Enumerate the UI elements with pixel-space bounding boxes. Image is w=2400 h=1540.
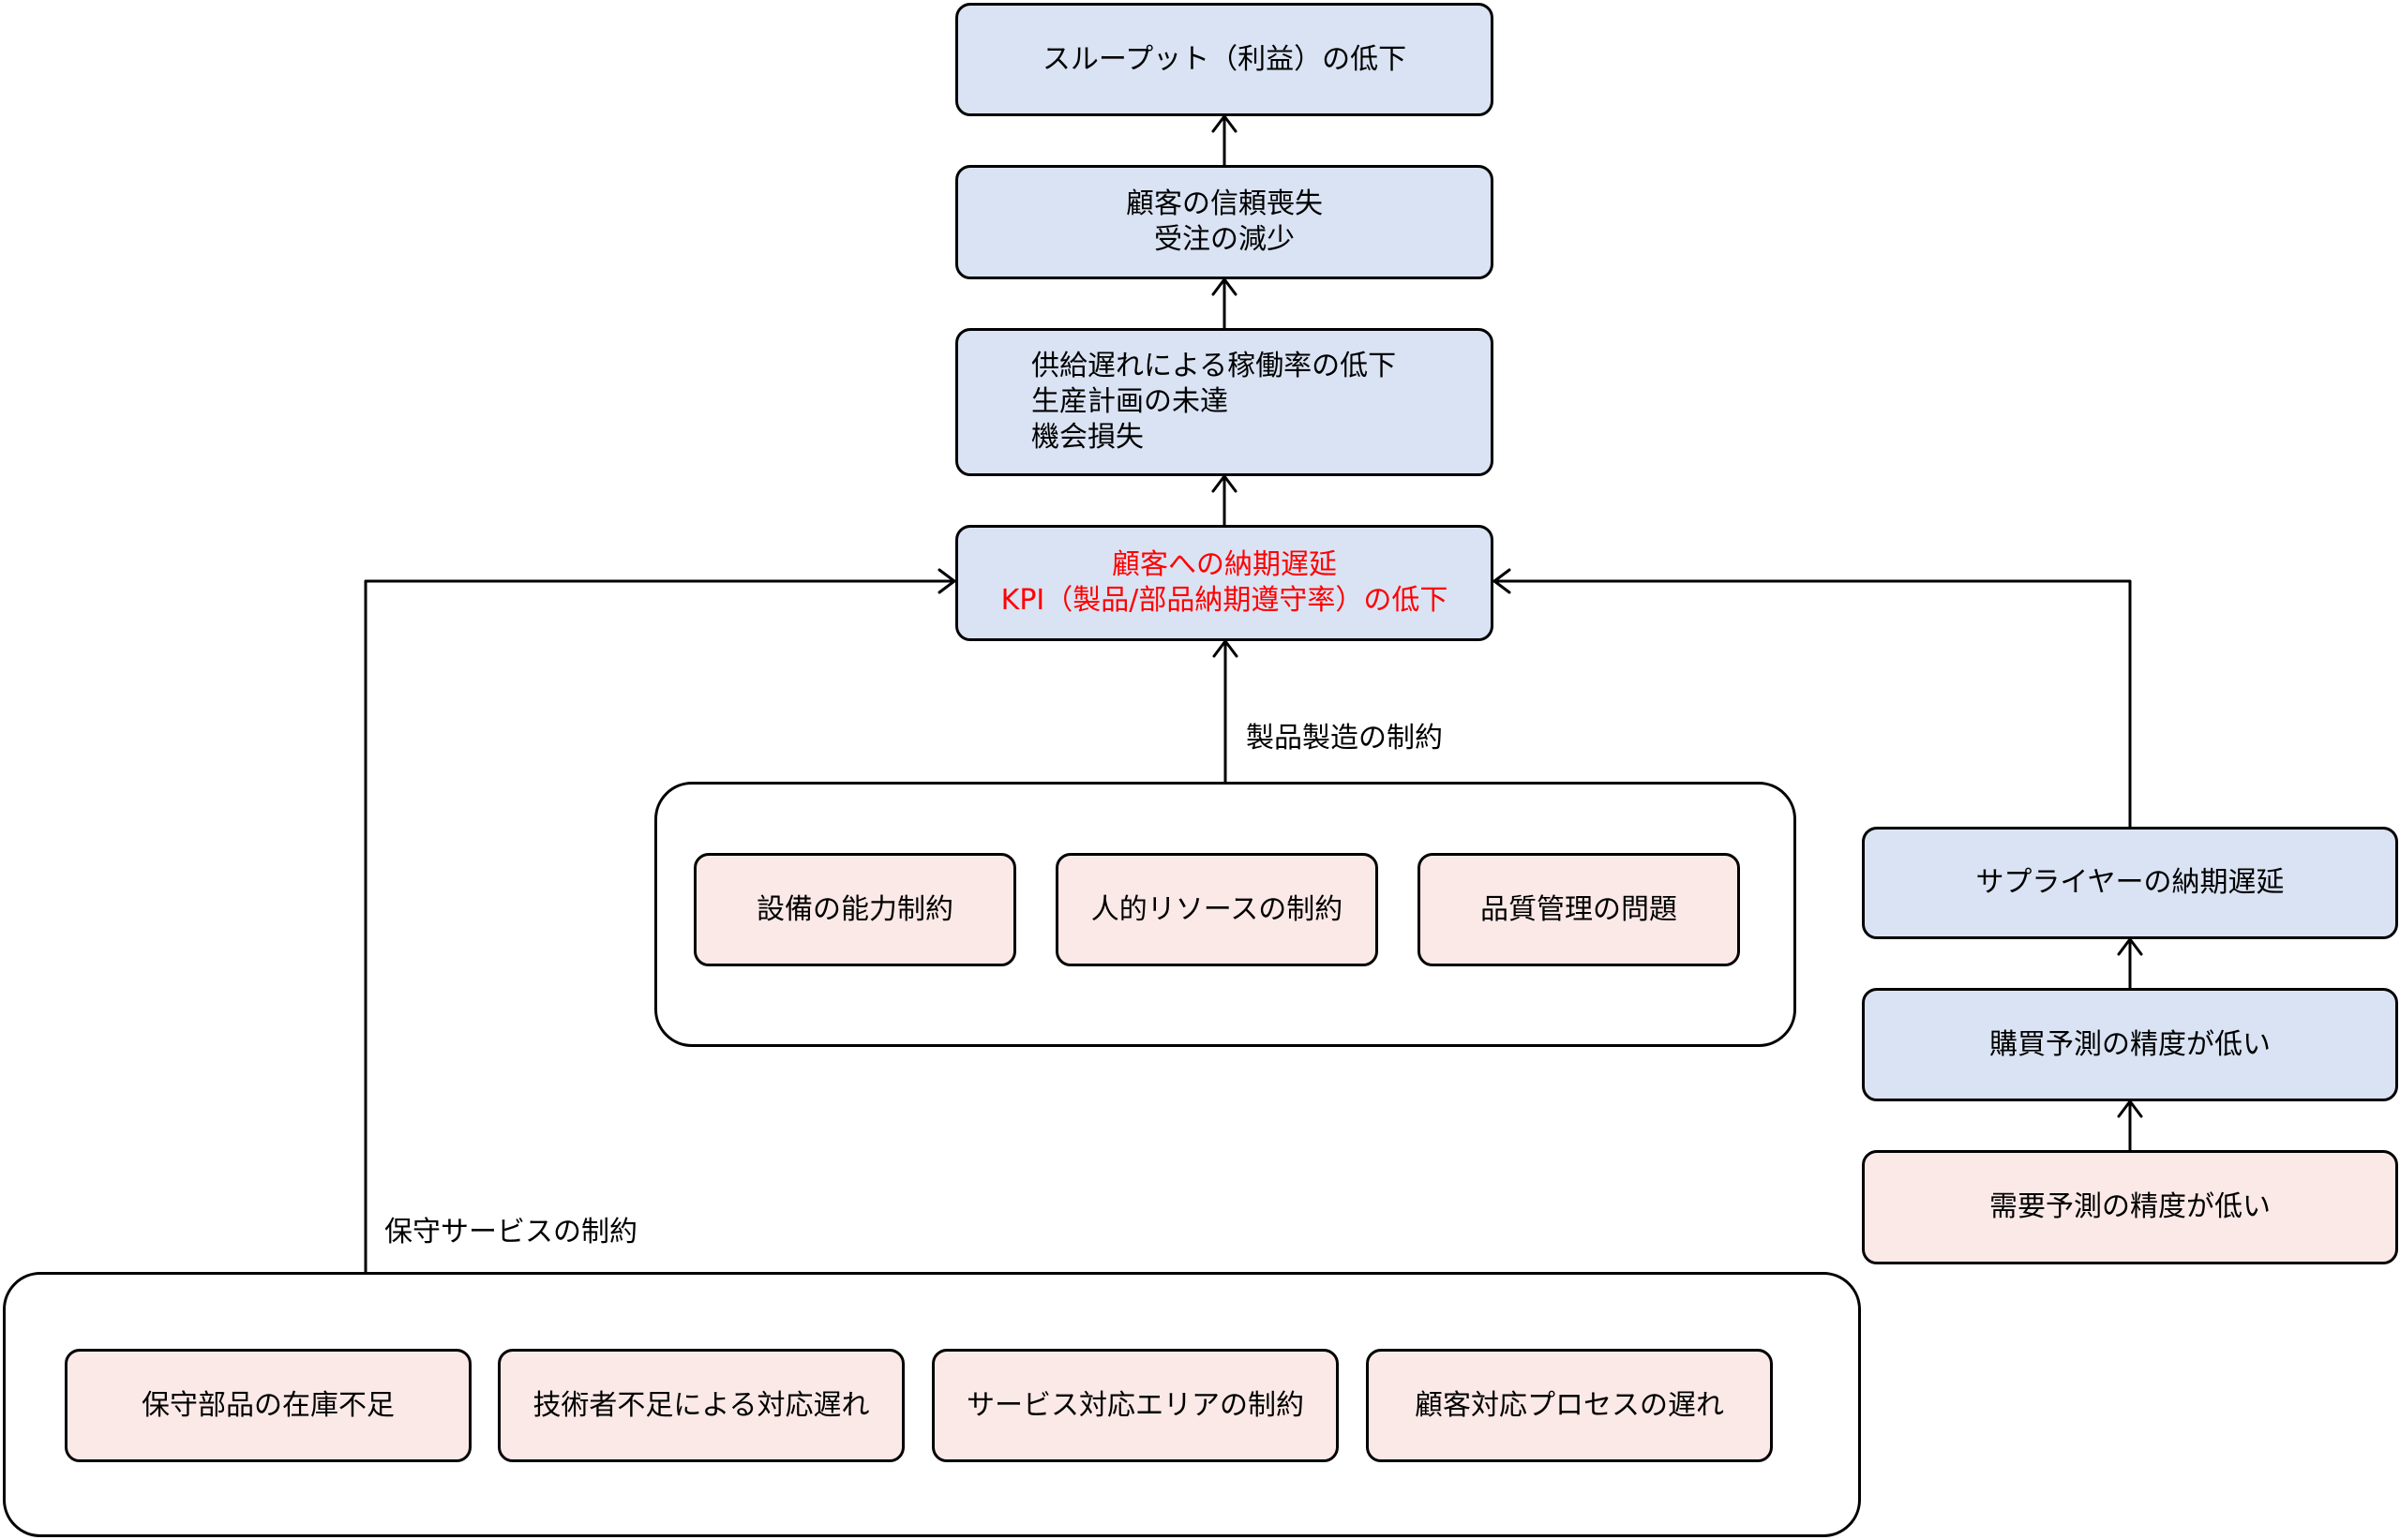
node-service-area: サービス対応エリアの制約 bbox=[932, 1349, 1339, 1462]
group-manufacturing-constraints bbox=[654, 782, 1796, 1047]
group-maintenance-constraints bbox=[3, 1272, 1861, 1537]
node-text: 設備の能力制約 bbox=[757, 892, 953, 926]
node-operation-rate-decline: 供給遅れによる稼働率の低下 生産計画の未達 機会損失 bbox=[955, 328, 1493, 476]
node-equipment-capacity: 設備の能力制約 bbox=[694, 853, 1016, 966]
node-text: 生産計画の未達 bbox=[1031, 385, 1228, 418]
node-demand-forecast: 需要予測の精度が低い bbox=[1862, 1150, 2398, 1264]
arrow-supplier-to-delay bbox=[1492, 579, 2132, 829]
node-text: 需要予測の精度が低い bbox=[1989, 1190, 2271, 1223]
node-text: 顧客への納期遅延 bbox=[1112, 548, 1337, 581]
node-text: サプライヤーの納期遅延 bbox=[1975, 866, 2285, 899]
node-text: 技術者不足による対応遅れ bbox=[532, 1388, 870, 1422]
node-text: KPI（製品/部品納期遵守率）の低下 bbox=[1000, 584, 1448, 617]
node-customer-process: 顧客対応プロセスの遅れ bbox=[1366, 1349, 1773, 1462]
node-text: 品質管理の問題 bbox=[1480, 892, 1677, 926]
node-text: 供給遅れによる稼働率の低下 bbox=[1031, 350, 1397, 382]
group-label-maintenance: 保守サービスの制約 bbox=[384, 1216, 638, 1248]
node-technician-shortage: 技術者不足による対応遅れ bbox=[498, 1349, 905, 1462]
node-parts-shortage: 保守部品の在庫不足 bbox=[65, 1349, 472, 1462]
node-supplier-delay: サプライヤーの納期遅延 bbox=[1862, 827, 2398, 939]
node-delivery-delay: 顧客への納期遅延 KPI（製品/部品納期遵守率）の低下 bbox=[955, 525, 1493, 641]
node-text: 顧客の信頼喪失 bbox=[1126, 187, 1323, 220]
node-text: 保守部品の在庫不足 bbox=[142, 1388, 395, 1422]
group-label-manufacturing: 製品製造の制約 bbox=[1246, 722, 1443, 755]
node-purchase-forecast: 購買予測の精度が低い bbox=[1862, 988, 2398, 1101]
node-throughput-decline: スループット（利益）の低下 bbox=[955, 3, 1493, 116]
node-text: 機会損失 bbox=[1031, 421, 1144, 454]
node-human-resources: 人的リソースの制約 bbox=[1056, 853, 1378, 966]
node-text: 受注の減少 bbox=[1154, 223, 1295, 256]
node-customer-trust-loss: 顧客の信頼喪失 受注の減少 bbox=[955, 165, 1493, 279]
node-quality-management: 品質管理の問題 bbox=[1418, 853, 1740, 966]
node-text: 購買予測の精度が低い bbox=[1989, 1027, 2271, 1061]
arrow-maintenance-to-delay bbox=[364, 579, 956, 1274]
node-text: サービス対応エリアの制約 bbox=[967, 1388, 1304, 1422]
node-text: 人的リソースの制約 bbox=[1090, 892, 1343, 926]
node-text: 顧客対応プロセスの遅れ bbox=[1415, 1388, 1724, 1422]
node-text: スループット（利益）の低下 bbox=[1042, 42, 1407, 76]
